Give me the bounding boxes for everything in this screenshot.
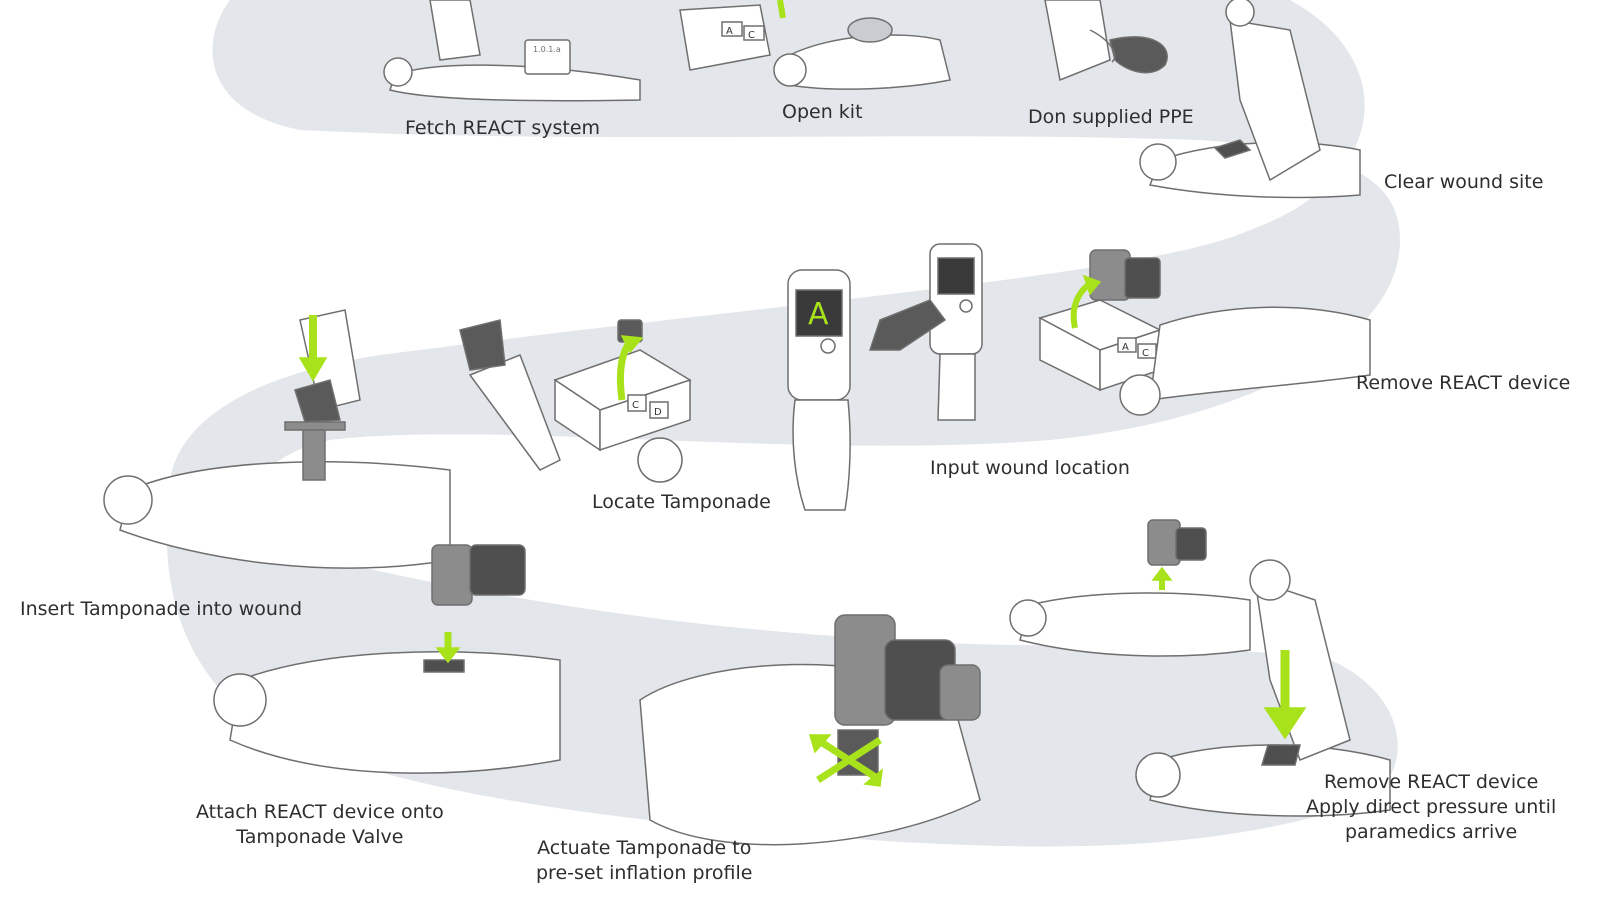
open-kit-illustration: A C (679, 0, 951, 90)
device-screen-letter: A (808, 297, 829, 332)
step-label-locate-tamponade: Locate Tamponade (592, 491, 771, 513)
svg-text:A: A (1122, 342, 1129, 353)
locate-tamponade-illustration: C D (459, 319, 692, 483)
step-label-remove-device: Remove REACT device (1356, 372, 1571, 394)
fetch-illustration: 1.0.1.a (383, 0, 641, 102)
step-label-insert-tamponade: Insert Tamponade into wound (20, 598, 303, 620)
step-label-actuate: Actuate Tamponade to pre-set inflation p… (536, 837, 753, 884)
step-label-don-ppe: Don supplied PPE (1028, 106, 1194, 128)
actuate-illustration (639, 614, 981, 846)
clear-wound-illustration (1139, 0, 1361, 199)
apply-pressure-illustration (1009, 519, 1391, 817)
svg-text:C: C (632, 400, 639, 411)
step-label-apply-pressure: Remove REACT device Apply direct pressur… (1306, 771, 1557, 843)
svg-text:C: C (1142, 348, 1149, 359)
svg-text:C: C (748, 30, 755, 41)
svg-text:D: D (654, 407, 662, 418)
step-label-open-kit: Open kit (782, 101, 863, 123)
insert-tamponade-illustration (103, 309, 451, 569)
device-screen-illustration: A (787, 243, 983, 511)
path-band (166, 0, 1401, 847)
svg-text:A: A (726, 26, 733, 37)
svg-text:1.0.1.a: 1.0.1.a (533, 45, 561, 54)
step-label-fetch: Fetch REACT system (405, 117, 601, 139)
step-label-input-location: Input wound location (930, 457, 1130, 479)
don-ppe-illustration (1044, 0, 1168, 82)
step-label-attach-device: Attach REACT device onto Tamponade Valve (196, 801, 444, 848)
remove-device-illustration: A C (1038, 249, 1371, 416)
attach-device-illustration (213, 544, 561, 774)
step-label-clear-wound: Clear wound site (1384, 171, 1544, 193)
